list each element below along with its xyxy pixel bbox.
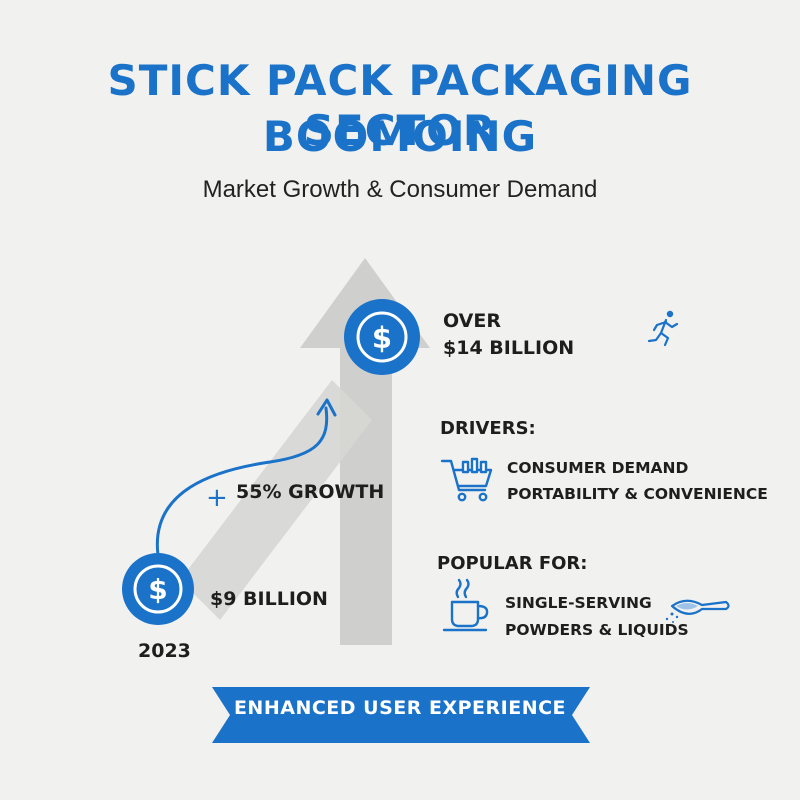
svg-text:$: $ (148, 573, 167, 606)
popular-item: POWDERS & LIQUIDS (505, 621, 689, 639)
powder-scoop-icon (665, 599, 730, 623)
growth-band-shape (180, 380, 372, 620)
dollar-coin-icon: $ (122, 553, 194, 625)
coffee-cup-icon (442, 578, 489, 632)
end-value-label-line-1: OVER (443, 310, 501, 332)
dollar-coin-icon: $ (344, 299, 420, 375)
page-title-line-1: STICK PACK PACKAGING SECTOR (107, 56, 693, 156)
start-value-label: $9 BILLION (210, 588, 328, 610)
growth-arrow-shape (300, 258, 430, 645)
drivers-heading: DRIVERS: (440, 418, 536, 439)
page-title-line-2: BOOMOING (262, 112, 538, 161)
drivers-item: PORTABILITY & CONVENIENCE (507, 485, 768, 503)
start-year-label: 2023 (138, 640, 191, 662)
popular-item: SINGLE-SERVING (505, 594, 652, 612)
svg-text:$: $ (372, 321, 392, 355)
banner-ribbon (212, 687, 590, 743)
growth-percent-label: 55% GROWTH (236, 481, 385, 503)
running-person-icon (647, 310, 679, 347)
drivers-item: CONSUMER DEMAND (507, 459, 689, 477)
shopping-cart-icon (440, 457, 493, 502)
page-subtitle: Market Growth & Consumer Demand (202, 176, 598, 203)
growth-plus-sign: + (206, 483, 228, 513)
banner-label: ENHANCED USER EXPERIENCE (233, 697, 567, 719)
end-value-label-line-2: $14 BILLION (443, 337, 575, 359)
growth-curve-arrow (155, 406, 329, 557)
popular-heading: POPULAR FOR: (437, 553, 588, 574)
growth-curve-arrowhead (316, 398, 337, 417)
